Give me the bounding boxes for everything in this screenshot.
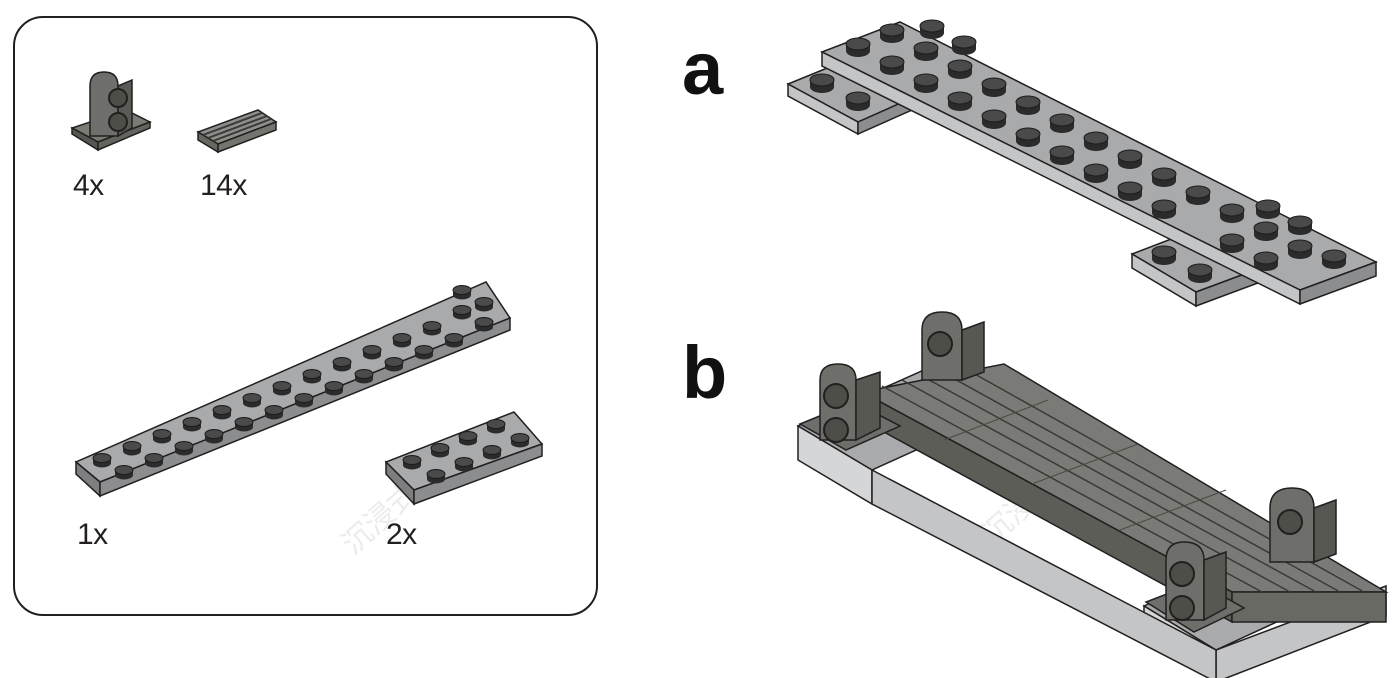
part-grille-tile-icon: [196, 109, 278, 154]
step-label-b: b: [682, 331, 728, 414]
part-plate-2x4-icon: [384, 411, 544, 506]
step-label-a: a: [682, 27, 724, 110]
qty-plate-2x4: 2x: [386, 518, 417, 551]
qty-plate-2x12: 1x: [77, 518, 108, 551]
part-plate-2x12-icon: [74, 281, 512, 498]
part-pin-connector-icon: [70, 71, 152, 152]
step-a-illustration: [786, 19, 1378, 308]
qty-grille-tile: 14x: [200, 169, 247, 202]
parts-list-box: [13, 16, 598, 616]
step-b-illustration: [796, 311, 1389, 678]
qty-pin-connector: 4x: [73, 169, 104, 202]
